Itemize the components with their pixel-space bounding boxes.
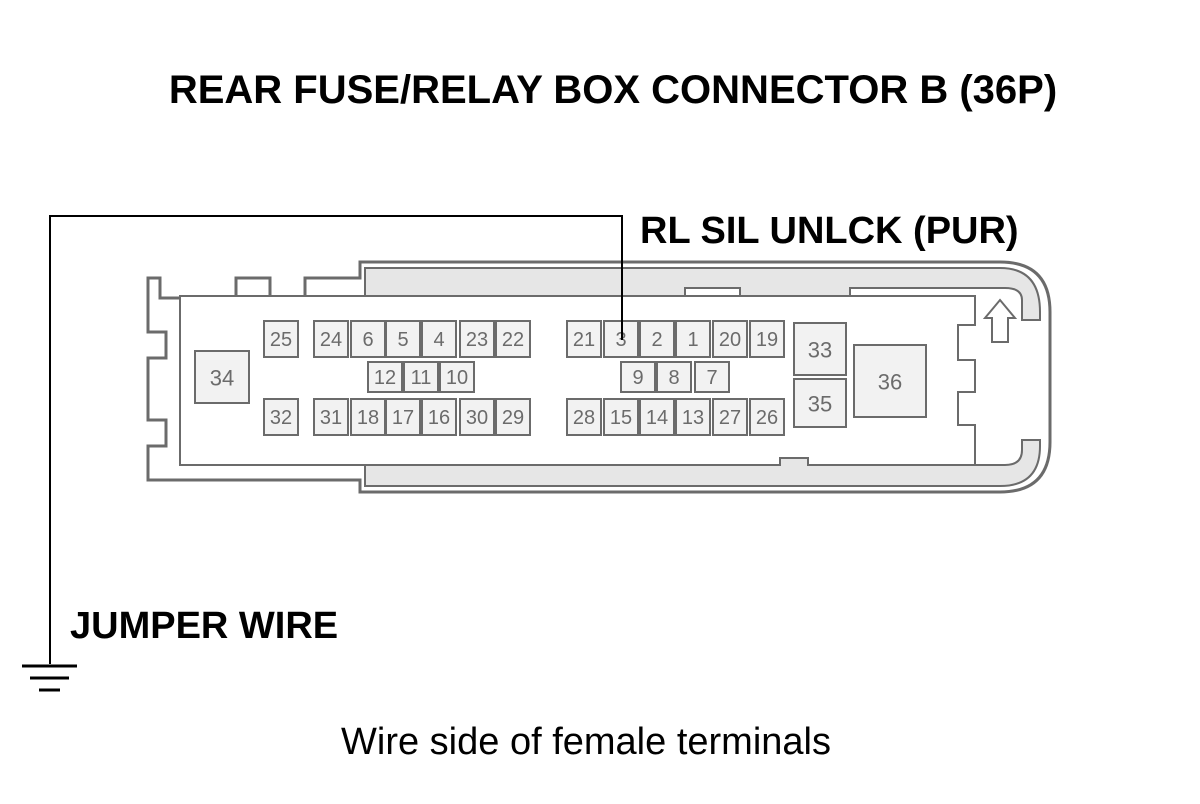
connector-pin: [793, 322, 847, 376]
connector-pin-label: 23: [466, 329, 488, 351]
connector-pin-label: 35: [808, 392, 832, 417]
connector-pin-label: 7: [706, 367, 717, 389]
ground-icon: [22, 664, 77, 692]
connector-pin-label: 17: [392, 407, 414, 429]
connector-pin-label: 18: [357, 407, 379, 429]
signal-label: RL SIL UNLCK (PUR): [640, 210, 1019, 252]
jumper-wire-label: JUMPER WIRE: [70, 605, 339, 647]
connector-pin-label: 2: [651, 329, 662, 351]
connector-pin-label: 31: [320, 407, 342, 429]
connector-pin: [403, 361, 439, 393]
connector-pin-label: 14: [646, 407, 668, 429]
connector-pin-label: 9: [632, 367, 643, 389]
connector-pin: [675, 398, 711, 436]
connector-pin-label: 24: [320, 329, 342, 351]
connector-pin: [793, 378, 847, 428]
connector-pin: [620, 361, 656, 393]
connector-pin: [421, 398, 457, 436]
connector-pin: [439, 361, 475, 393]
connector-pin: [566, 398, 602, 436]
connector-pin: [749, 398, 785, 436]
connector-pin: [495, 398, 531, 436]
up-arrow-icon: [982, 298, 1018, 343]
connector-pin: [385, 320, 421, 358]
connector-pin-label: 6: [362, 329, 373, 351]
connector-pin: [421, 320, 457, 358]
connector-pin-label: 36: [878, 370, 902, 395]
connector-pin: [313, 320, 349, 358]
connector-pin-label: 34: [210, 366, 234, 391]
connector-pin-label: 1: [687, 329, 698, 351]
connector-pin-label: 32: [270, 407, 292, 429]
connector-top-rail: [364, 267, 1041, 321]
connector-bottom-rail: [364, 439, 1041, 487]
connector-pin: [385, 398, 421, 436]
connector-pin: [313, 398, 349, 436]
connector-pin: [566, 320, 602, 358]
connector-pin-label: 16: [428, 407, 450, 429]
connector-pin-label: 10: [446, 367, 468, 389]
connector-pin: [694, 361, 730, 393]
connector-pin-label: 19: [756, 329, 778, 351]
connector-pin-label: 20: [719, 329, 741, 351]
connector-pin: [603, 398, 639, 436]
connector-pin: [675, 320, 711, 358]
connector-pin: [459, 320, 495, 358]
connector-pin-label: 12: [374, 367, 396, 389]
connector-pin: [712, 320, 748, 358]
view-caption: Wire side of female terminals: [341, 721, 831, 763]
connector-pin-label: 27: [719, 407, 741, 429]
connector-pin-label: 21: [573, 329, 595, 351]
connector-pin: [639, 320, 675, 358]
connector-pin-label: 26: [756, 407, 778, 429]
connector-pin-label: 15: [610, 407, 632, 429]
connector-pin: [367, 361, 403, 393]
connector-pin: [749, 320, 785, 358]
connector-pin: [459, 398, 495, 436]
connector-pin-label: 28: [573, 407, 595, 429]
connector-pin-label: 5: [397, 329, 408, 351]
connector-pin-label: 11: [411, 367, 432, 389]
jumper-wire: [49, 215, 623, 664]
connector-pin: [263, 398, 299, 436]
connector-pin-label: 29: [502, 407, 524, 429]
connector-pin: [263, 320, 299, 358]
connector-pin-label: 22: [502, 329, 524, 351]
connector-pin: [656, 361, 692, 393]
connector-pin: [639, 398, 675, 436]
connector-pin-label: 4: [433, 329, 444, 351]
connector-pin: [194, 350, 250, 404]
connector-pin-label: 33: [808, 338, 832, 363]
diagram-title: REAR FUSE/RELAY BOX CONNECTOR B (36P): [168, 68, 1058, 112]
connector-pin: [495, 320, 531, 358]
connector-pin-label: 13: [682, 407, 704, 429]
connector-pin: [712, 398, 748, 436]
connector-pin-label: 30: [466, 407, 488, 429]
connector-pin: [853, 344, 927, 418]
connector-pin-label: 8: [668, 367, 679, 389]
connector-pin-label: 25: [270, 329, 292, 351]
